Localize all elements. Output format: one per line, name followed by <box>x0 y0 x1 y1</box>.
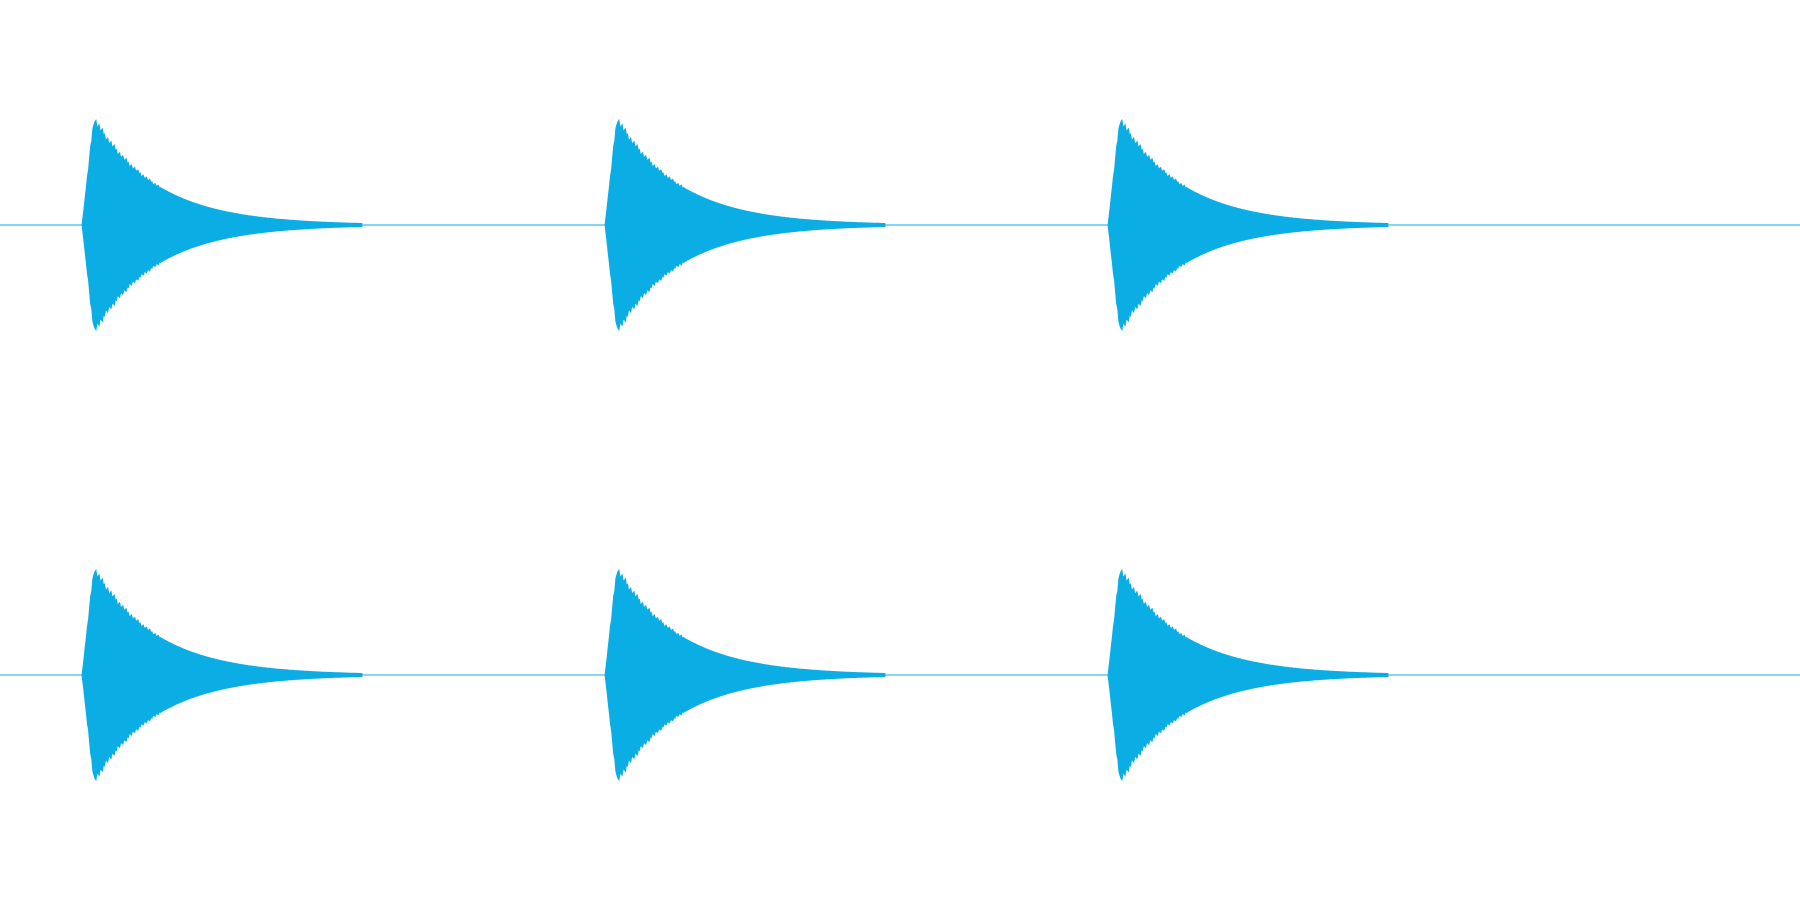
channel-1-burst-2 <box>604 118 886 332</box>
channel-2-burst-1 <box>81 568 363 782</box>
channel-2 <box>0 568 1800 782</box>
channels-group <box>0 118 1800 782</box>
channel-2-burst-3 <box>1107 568 1389 782</box>
channel-1 <box>0 118 1800 332</box>
channel-2-burst-2 <box>604 568 886 782</box>
channel-1-burst-1 <box>81 118 363 332</box>
channel-1-burst-3 <box>1107 118 1389 332</box>
